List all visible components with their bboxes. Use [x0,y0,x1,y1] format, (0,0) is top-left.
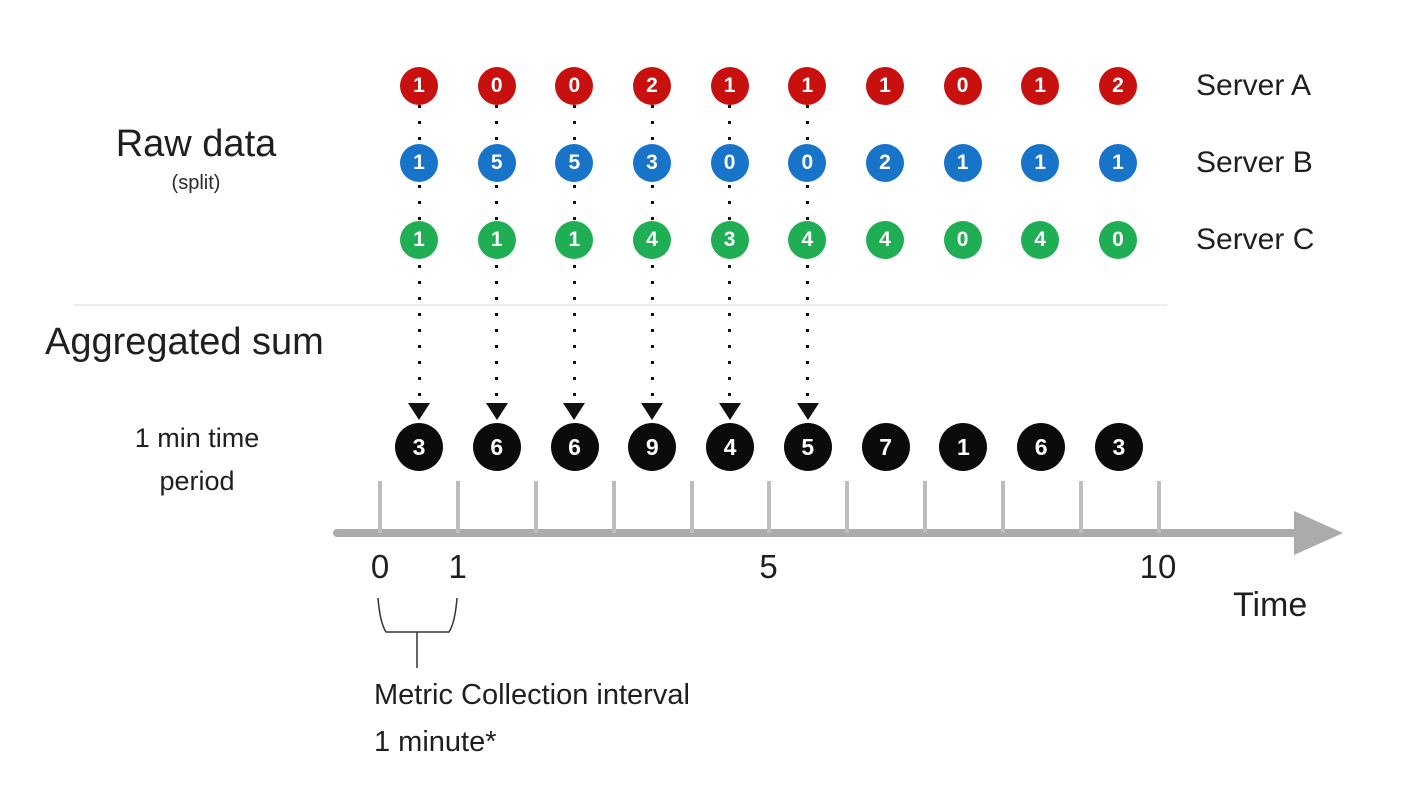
aggregated-point: 6 [1017,423,1066,471]
tick-mark [611,481,616,533]
raw-data-sub-label: (split) [171,172,221,194]
data-point: 1 [400,67,438,105]
aggregated-point: 6 [472,423,521,471]
tick-label-5: 5 [759,548,778,585]
aggregated-point: 3 [395,423,443,471]
time-axis-arrow-icon [1294,511,1343,555]
data-point: 1 [788,67,827,105]
data-point: 3 [632,144,671,182]
metric-interval-line2: 1 minute* [374,726,497,758]
data-point: 4 [865,221,904,259]
data-point: 2 [1098,67,1137,105]
aggregated-sum-row: 3 6 6 9 4 5 7 1 6 3 [395,423,1143,471]
arrow-down-icon [796,403,819,420]
aggregated-point: 9 [628,423,677,471]
aggregated-point: 6 [550,423,599,471]
tick-mark [923,481,928,533]
data-point: 1 [1021,67,1060,105]
tick-mark [1156,481,1161,533]
tick-label-1: 1 [448,548,467,585]
data-point: 1 [865,67,904,105]
data-point: 0 [555,67,594,105]
interval-brace [377,597,458,668]
data-point: 2 [865,144,904,182]
aggregated-point: 1 [939,423,988,471]
aggregated-sum-label: Aggregated sum [45,321,324,363]
time-axis-ticks [378,481,1161,533]
data-point: 5 [555,144,594,182]
data-point: 1 [555,221,594,259]
section-divider [74,304,1167,306]
arrow-down-icon [718,403,741,420]
data-point: 4 [1021,221,1060,259]
tick-mark [845,481,850,533]
data-point: 1 [710,67,749,105]
data-point: 1 [943,144,982,182]
time-axis-line [333,529,1305,537]
data-point: 1 [477,221,516,259]
arrow-down-icon [563,403,586,420]
arrow-down-icon [485,403,508,420]
aggregated-point: 3 [1094,423,1143,471]
aggregated-point: 5 [783,423,832,471]
tick-mark [767,481,772,533]
tick-mark [533,481,538,533]
data-point: 1 [1098,144,1137,182]
tick-mark [1001,481,1006,533]
time-period-label: 1 min time period [97,417,297,503]
tick-mark [1079,481,1084,533]
data-point: 1 [1021,144,1060,182]
data-point: 1 [400,144,438,182]
raw-data-label: Raw data [115,123,277,165]
aggregated-point: 7 [861,423,910,471]
tick-mark [455,481,460,533]
tick-mark [689,481,694,533]
time-period-line1: 1 min time [134,423,260,453]
server-a-label: Server A [1196,69,1312,102]
tick-mark [378,481,382,533]
server-b-row: 1 5 5 3 0 0 2 1 1 1 [400,144,1137,182]
data-point: 0 [477,67,516,105]
server-c-label: Server C [1196,223,1315,256]
data-point: 0 [943,221,982,259]
data-point: 0 [1098,221,1137,259]
time-axis-title: Time [1233,586,1308,624]
tick-label-10: 10 [1139,548,1177,585]
time-period-line2: period [159,466,235,496]
aggregated-point: 4 [706,423,755,471]
server-a-row: 1 0 0 2 1 1 1 0 1 2 [400,67,1137,105]
data-point: 0 [788,144,827,182]
arrow-down-icon [408,403,430,420]
server-c-row: 1 1 1 4 3 4 4 0 4 0 [400,221,1137,259]
data-point: 0 [710,144,749,182]
metric-interval-note: Metric Collection interval 1 minute* [374,672,690,766]
data-point: 2 [632,67,671,105]
data-point: 3 [710,221,749,259]
arrow-down-icon [641,403,664,420]
metric-interval-line1: Metric Collection interval [374,679,690,711]
data-point: 5 [477,144,516,182]
tick-label-0: 0 [370,548,390,585]
data-point: 4 [632,221,671,259]
data-point: 1 [400,221,438,259]
data-point: 4 [788,221,827,259]
data-point: 0 [943,67,982,105]
server-b-label: Server B [1196,146,1313,179]
